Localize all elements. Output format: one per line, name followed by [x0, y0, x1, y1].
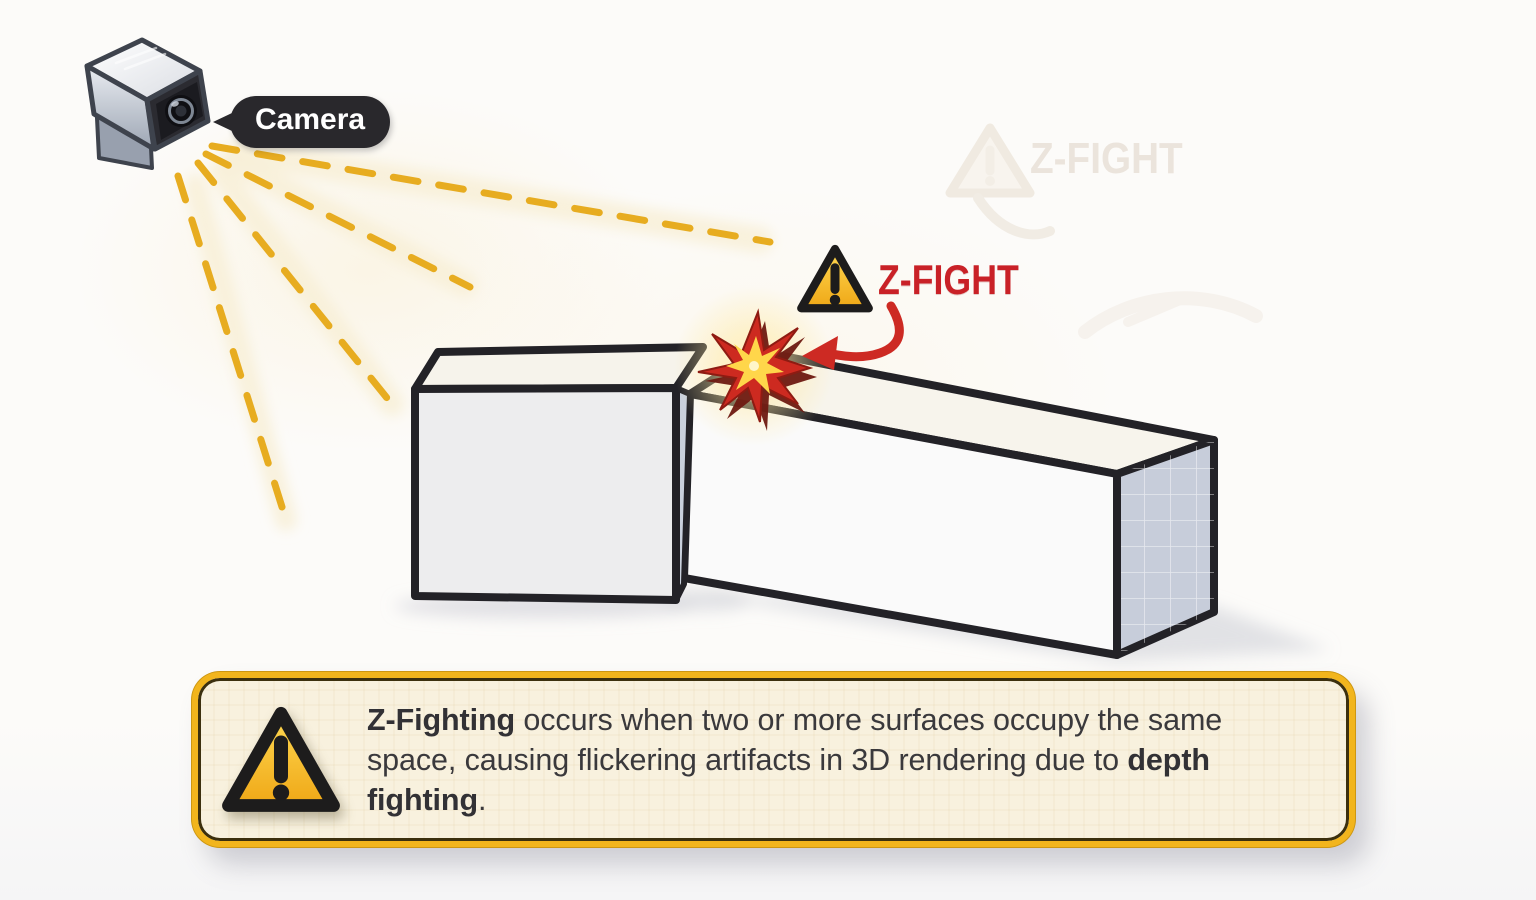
info-line-3: fighting.	[367, 782, 487, 817]
camera-label-bubble: Camera	[212, 96, 391, 148]
info-box: Z-Fighting occurs when two or more surfa…	[192, 672, 1355, 847]
info-line-2: space, causing flickering artifacts in 3…	[367, 742, 1210, 777]
ghost-zfight-label: Z-FIGHT	[1030, 134, 1183, 183]
view-ray-1	[208, 142, 774, 246]
view-frustum-rays	[174, 142, 774, 530]
collision-spark-icon	[674, 286, 834, 446]
info-text: Z-Fighting occurs when two or more surfa…	[367, 700, 1222, 820]
box-left-front-face	[411, 384, 680, 604]
view-ray-2	[202, 150, 474, 291]
view-ray-4	[174, 172, 292, 530]
view-ray-3	[194, 159, 399, 412]
ghost-watermark	[945, 123, 1263, 339]
warning-triangle-icon	[220, 704, 342, 816]
warning-triangle-icon	[801, 249, 869, 308]
camera-3d-icon	[84, 37, 211, 170]
camera-label: Camera	[255, 103, 366, 136]
box-left	[411, 343, 707, 604]
curved-arrow-icon	[802, 301, 904, 370]
curved-arrow-ghost-icon	[973, 193, 1055, 240]
zfight-label: Z-FIGHT	[878, 256, 1019, 303]
info-line-1: Z-Fighting occurs when two or more surfa…	[367, 702, 1223, 737]
box-left-top-face	[411, 343, 707, 393]
